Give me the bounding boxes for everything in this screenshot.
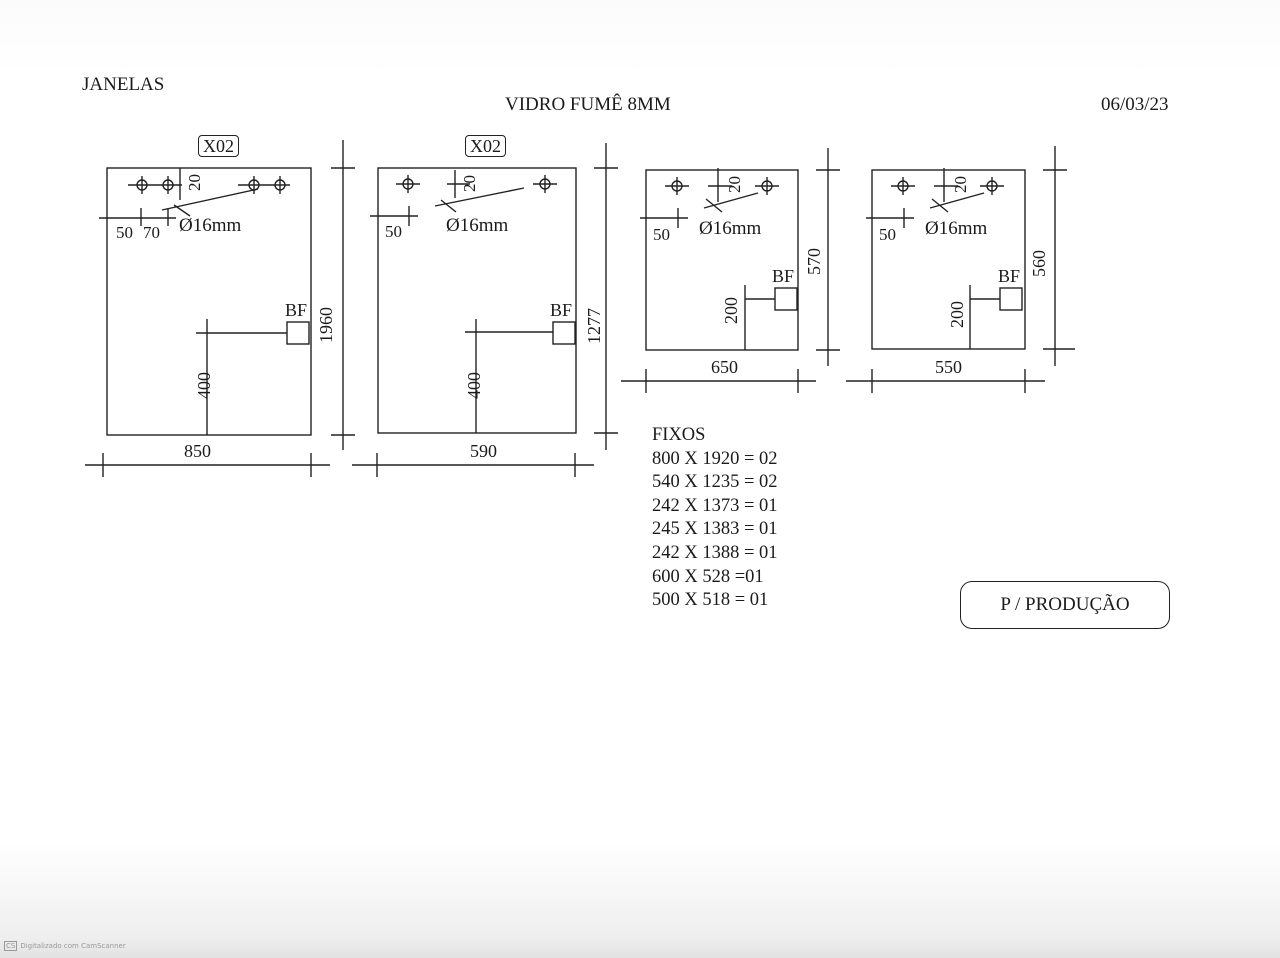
panel-1-width-dimension bbox=[85, 453, 330, 477]
page-title-center: VIDRO FUMÊ 8MM bbox=[505, 94, 671, 115]
panel-1-height-dimension bbox=[331, 140, 355, 450]
panel-1-lock-height: 400 bbox=[194, 372, 214, 399]
panel-3-height: 570 bbox=[804, 248, 824, 275]
panel-2-hole-marks bbox=[370, 170, 557, 226]
panel-2-hole-offset-v: 20 bbox=[460, 175, 479, 192]
panel-3-width-dimension bbox=[621, 369, 816, 393]
panel-1-outline bbox=[106, 167, 312, 436]
scanner-watermark-text: Digitalizado com CamScanner bbox=[20, 942, 126, 950]
panel-2-quantity-tag: X02 bbox=[465, 135, 506, 157]
panel-2-lock bbox=[465, 319, 576, 433]
panel-1-hole-offset-h2: 70 bbox=[143, 223, 160, 242]
panel-2-lock-height: 400 bbox=[464, 372, 484, 399]
panel-4-hole-offset-h1: 50 bbox=[879, 225, 896, 244]
list-item: 500 X 518 = 01 bbox=[652, 590, 769, 611]
panel-3-outline bbox=[645, 169, 799, 351]
panel-3-hole-diameter: Ø16mm bbox=[699, 218, 762, 239]
production-stamp: P / PRODUÇÃO bbox=[960, 581, 1170, 629]
panel-2-height-dimension bbox=[594, 143, 618, 450]
document-date: 06/03/23 bbox=[1101, 94, 1169, 115]
panel-1 bbox=[85, 140, 355, 477]
list-item: 600 X 528 =01 bbox=[652, 566, 764, 587]
panel-4-hole-offset-v: 20 bbox=[951, 176, 970, 193]
fixed-panels-title: FIXOS bbox=[652, 425, 706, 445]
panel-2-hole-diameter: Ø16mm bbox=[446, 215, 509, 236]
panel-3-height-dimension bbox=[816, 148, 840, 366]
panel-4 bbox=[846, 146, 1075, 393]
fixed-panels-list: FIXOS 800 X 1920 = 02 540 X 1235 = 02 24… bbox=[652, 424, 778, 613]
panel-2 bbox=[352, 143, 618, 477]
panel-4-lock-height: 200 bbox=[947, 301, 967, 328]
panel-1-quantity-tag: X02 bbox=[198, 135, 239, 157]
panel-3-lock-label: BF bbox=[772, 266, 794, 286]
panel-1-hole-marks bbox=[99, 168, 290, 226]
list-item: 540 X 1235 = 02 bbox=[652, 472, 778, 493]
panel-2-width: 590 bbox=[470, 441, 497, 461]
panel-3-lock-height: 200 bbox=[721, 297, 741, 324]
panel-2-lock-label: BF bbox=[550, 300, 572, 320]
panel-4-outline bbox=[871, 169, 1026, 350]
panel-3-width: 650 bbox=[711, 357, 738, 377]
list-item: 800 X 1920 = 02 bbox=[652, 448, 778, 469]
panel-3-lock bbox=[744, 285, 798, 350]
panel-4-hole-marks bbox=[866, 168, 1004, 228]
panel-3-hole-marks bbox=[640, 168, 779, 228]
panel-3 bbox=[621, 148, 840, 393]
panel-4-height: 560 bbox=[1029, 250, 1049, 277]
panel-4-hole-diameter: Ø16mm bbox=[925, 218, 988, 239]
panel-1-lock-label: BF bbox=[285, 300, 307, 320]
panel-2-height: 1277 bbox=[584, 308, 604, 344]
panel-3-hole-offset-v: 20 bbox=[725, 176, 744, 193]
list-item: 242 X 1373 = 01 bbox=[652, 495, 778, 516]
page-title-left: JANELAS bbox=[82, 74, 165, 95]
panel-2-outline bbox=[377, 167, 577, 434]
panel-1-hole-diameter: Ø16mm bbox=[179, 215, 242, 236]
panel-4-lock bbox=[969, 285, 1023, 349]
panel-3-hole-offset-h1: 50 bbox=[653, 225, 670, 244]
panel-1-width: 850 bbox=[184, 441, 211, 461]
panel-1-hole-offset-h1: 50 bbox=[116, 223, 133, 242]
panel-4-height-dimension bbox=[1043, 146, 1075, 366]
panel-2-hole-offset-h1: 50 bbox=[385, 222, 402, 241]
panel-4-width: 550 bbox=[935, 357, 962, 377]
panel-1-lock bbox=[196, 319, 310, 435]
panel-4-width-dimension bbox=[846, 369, 1045, 393]
list-item: 242 X 1388 = 01 bbox=[652, 542, 778, 563]
panel-2-width-dimension bbox=[352, 453, 594, 477]
scanner-logo-icon: CS bbox=[4, 941, 18, 951]
panel-1-height: 1960 bbox=[316, 307, 336, 343]
panel-1-hole-offset-v: 20 bbox=[185, 174, 204, 191]
panel-4-lock-label: BF bbox=[998, 266, 1020, 286]
list-item: 245 X 1383 = 01 bbox=[652, 519, 778, 540]
production-stamp-label: P / PRODUÇÃO bbox=[1000, 594, 1130, 615]
